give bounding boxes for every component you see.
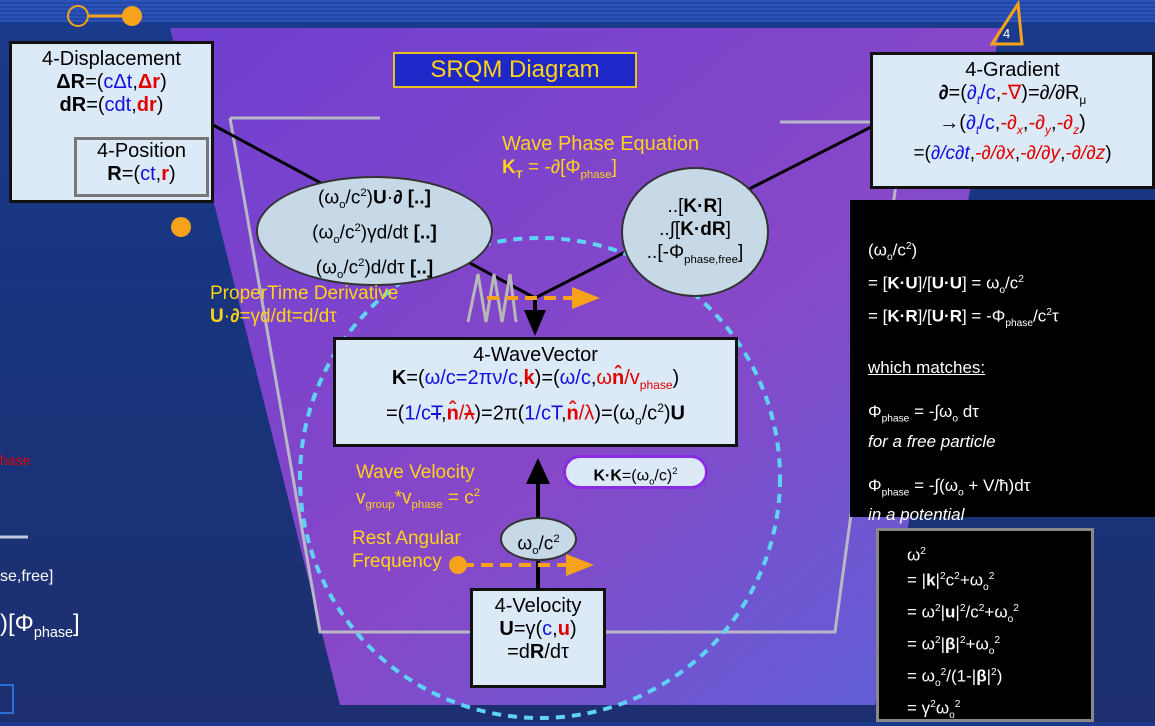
position-heading: 4-Position <box>97 140 186 162</box>
bb1-line6: for a free particle <box>868 431 996 451</box>
left-ellipse: (ωo/c2)U·∂ [..] (ωo/c2)γd/dt [..] (ωo/c2… <box>256 176 493 286</box>
dashed-circle <box>298 236 782 720</box>
triangle-badge-icon <box>989 0 1024 46</box>
bb2-line1: ω2 <box>907 545 926 565</box>
triangle-badge-number: 4 <box>1003 26 1011 41</box>
right-ellipse-line3: ..[-Φphase,free] <box>646 242 744 266</box>
position-line: R=(ct,r) <box>107 163 176 185</box>
left-ellipse-line2: (ωo/c2)γd/dt [..] <box>312 222 437 247</box>
gradient-line3: =(∂/c∂t,-∂/∂x,-∂/∂y,-∂/∂z) <box>913 143 1112 164</box>
left-fragment-3: )[Φphase] <box>0 610 80 641</box>
bb2-line2: = |k|2c2+ωo2 <box>907 570 995 593</box>
bb2-line6: = γ2ωo2 <box>907 698 961 721</box>
wave-phase-label: Wave Phase Equation <box>502 133 700 155</box>
right-ellipse-line2: ..∫[K·dR] <box>659 219 731 240</box>
orange-dot-1 <box>449 556 467 574</box>
top-stripe <box>0 0 1155 22</box>
gradient-box[interactable]: 4-Gradient ∂=(∂t/c,-∇)=∂/∂Rμ →(∂t/c,-∂x,… <box>870 52 1155 189</box>
left-fragment-2: se,free] <box>0 568 54 585</box>
gradient-line1: ∂=(∂t/c,-∇)=∂/∂Rμ <box>938 82 1087 107</box>
bb1-line1: (ωo/c2) <box>868 240 918 264</box>
kk-badge: K·K=(ωo/c)2 <box>563 455 708 489</box>
displacement-line2: dR=(cdt,dr) <box>59 94 164 116</box>
velocity-line1: U=γ(c,u) <box>499 618 577 640</box>
arrow-up-head <box>526 458 550 484</box>
left-ellipse-line1: (ωo/c2)U·∂ [..] <box>318 187 431 212</box>
omega-ellipse: ωo/c2 <box>500 517 577 561</box>
velocity-heading: 4-Velocity <box>494 595 582 617</box>
wave-velocity-label: Wave Velocity <box>356 462 475 483</box>
black-box-phase: (ωo/c2) = [K·U]/[U·U] = ωo/c2 = [K·R]/[U… <box>850 200 1155 524</box>
velocity-box[interactable]: 4-Velocity U=γ(c,u) =dR/dτ <box>470 588 606 688</box>
bb1-line4: which matches: <box>868 358 986 378</box>
page-title: SRQM Diagram <box>393 52 637 88</box>
gradient-line2: →(∂t/c,-∂x,-∂y,-∂z) <box>939 112 1086 137</box>
proper-time-label: ProperTime Derivative <box>210 283 399 304</box>
bb2-line4: = ω2|β|2+ωo2 <box>907 634 1001 657</box>
gradient-heading: 4-Gradient <box>965 59 1060 81</box>
right-ellipse-line1: ..[K·R] <box>667 196 723 217</box>
wave-phase-eq: KT = -∂[Φphase] <box>502 157 617 181</box>
rest-angular-line2: Frequency <box>352 551 442 572</box>
displacement-line1: ΔR=(cΔt,Δr) <box>56 71 167 93</box>
proper-time-eq: U·∂=γd/dt=d/dτ <box>210 306 337 327</box>
bb2-line3: = ω2|u|2/c2+ωo2 <box>907 602 1019 625</box>
displacement-box[interactable]: 4-Displacement ΔR=(cΔt,Δr) dR=(cdt,dr) 4… <box>9 41 214 203</box>
zigzag-symbol <box>466 273 518 323</box>
velocity-line2: =dR/dτ <box>507 641 569 663</box>
left-fragment-1: hase <box>0 452 31 468</box>
bb1-line8: in a potential <box>868 504 965 524</box>
position-box[interactable]: 4-Position R=(ct,r) <box>74 137 209 197</box>
arrow-down-head <box>524 310 546 336</box>
wavevector-line2: =(1/cT,n̂/λ)=2π(1/cT,n̂/λ)=(ωo/c2)U <box>385 401 685 428</box>
left-fragment-bracket <box>0 684 14 714</box>
orange-dot-2 <box>171 217 191 237</box>
wavevector-box[interactable]: 4-WaveVector K=(ω/c=2πν/c,k)=(ω/c,ωn̂/vp… <box>333 337 738 447</box>
left-ellipse-line3: (ωo/c2)d/dτ [..] <box>315 257 434 282</box>
rest-angular-label: Rest Angular Frequency <box>352 527 461 573</box>
wavevector-line1: K=(ω/c=2πν/c,k)=(ω/c,ωn̂/vphase) <box>391 367 680 392</box>
toggle-on-circle <box>122 6 142 26</box>
wave-velocity-eq: vgroup*vphase = c2 <box>356 487 481 512</box>
displacement-heading: 4-Displacement <box>42 48 181 70</box>
bb1-line2: = [K·U]/[U·U] = ωo/c2 <box>868 273 1024 297</box>
bb2-line5: = ωo2/(1-|β|2) <box>907 666 1003 689</box>
wavevector-heading: 4-WaveVector <box>473 344 598 366</box>
rest-angular-line1: Rest Angular <box>352 528 461 549</box>
right-ellipse: ..[K·R] ..∫[K·dR] ..[-Φphase,free] <box>621 167 769 297</box>
page-title-text: SRQM Diagram <box>430 56 600 83</box>
bb1-line3: = [K·R]/[U·R] = -Φphase/c2τ <box>868 306 1059 330</box>
black-box-omega: ω2 = |k|2c2+ωo2 = ω2|u|2/c2+ωo2 = ω2|β|2… <box>876 528 1094 722</box>
bb1-line5: Φphase = -∫ωo dτ <box>868 402 979 425</box>
bb1-line7: Φphase = -∫(ωo + V/ħ)dτ <box>868 475 1031 498</box>
toggle-off-circle <box>67 5 89 27</box>
